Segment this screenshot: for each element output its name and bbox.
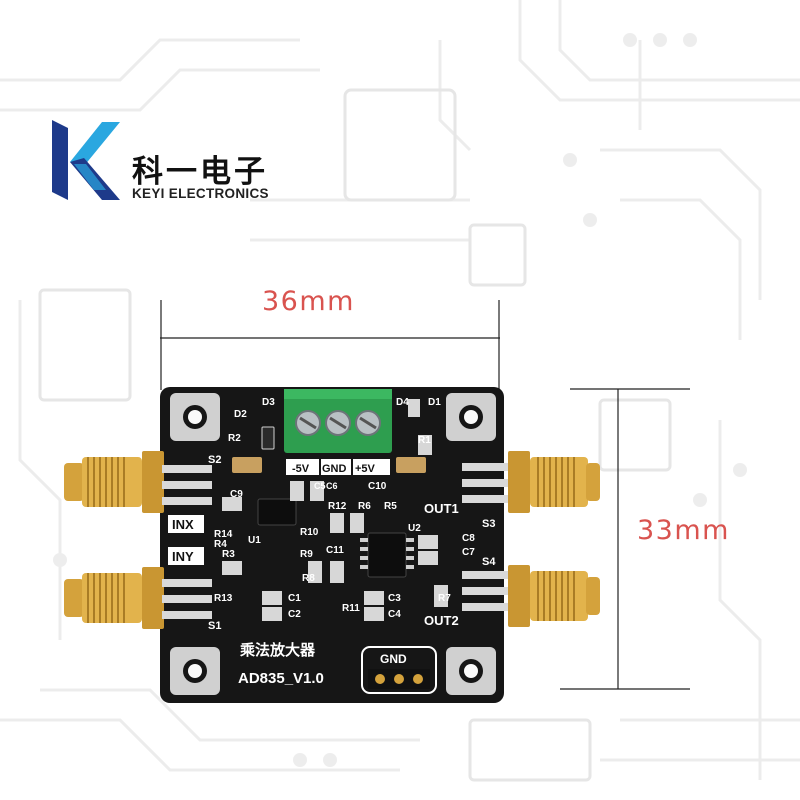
label-iny: INY [172, 549, 194, 564]
brand-name-en: KEYI ELECTRONICS [132, 186, 269, 201]
label-r1: R1 [418, 435, 431, 446]
sma-connector-out2 [462, 565, 600, 627]
label-r7: R7 [438, 593, 451, 604]
brand-name-cn: 科一电子 [132, 154, 268, 190]
sma-connector-inx [64, 451, 212, 513]
gnd-pin-header [361, 646, 437, 694]
label-r5: R5 [384, 501, 397, 512]
label-c8: C8 [462, 533, 475, 544]
label-out1: OUT1 [424, 501, 459, 516]
height-dimension-line [560, 388, 690, 690]
label-s2: S2 [208, 454, 221, 466]
label-d1: D1 [428, 397, 441, 408]
label-c2: C2 [288, 609, 301, 620]
label-s3: S3 [482, 518, 495, 530]
label-u1: U1 [248, 535, 261, 546]
height-label: 33mm [637, 515, 730, 546]
label-c7: C7 [462, 547, 475, 558]
width-label: 36mm [262, 286, 355, 317]
label-gnd-header: GND [380, 652, 407, 666]
label-gnd: GND [322, 463, 347, 475]
chip-u2 [367, 532, 407, 578]
label-r2: R2 [228, 433, 241, 444]
board-model: AD835_V1.0 [238, 670, 324, 687]
label-minus-5v: -5V [292, 463, 310, 475]
sma-connector-out1 [462, 451, 600, 513]
label-c9: C9 [230, 489, 243, 500]
label-out2: OUT2 [424, 613, 459, 628]
label-c3: C3 [388, 593, 401, 604]
ad835-pcb-board: -5V GND +5V INX INY OUT1 OUT2 S2 S1 S [64, 387, 600, 703]
label-r12: R12 [328, 501, 347, 512]
label-c5: C5 [314, 481, 326, 491]
label-r3: R3 [222, 549, 235, 560]
sma-connector-iny [64, 567, 212, 629]
label-s1: S1 [208, 620, 221, 632]
label-c4: C4 [388, 609, 401, 620]
label-inx: INX [172, 517, 194, 532]
label-r14: R14 [214, 529, 233, 540]
label-c1: C1 [288, 593, 301, 604]
board-title-cn: 乘法放大器 [239, 641, 316, 659]
keyi-logo-icon [52, 120, 120, 200]
chip-u1 [257, 498, 297, 526]
label-s4: S4 [482, 556, 496, 568]
label-d4: D4 [396, 397, 409, 408]
label-r13: R13 [214, 593, 233, 604]
label-c6: C6 [326, 481, 338, 491]
label-r8: R8 [302, 573, 315, 584]
label-r9: R9 [300, 549, 313, 560]
power-terminal-block [284, 389, 392, 453]
label-d3: D3 [262, 397, 275, 408]
label-r10: R10 [300, 527, 319, 538]
mounting-pads [170, 393, 496, 695]
label-c11: C11 [326, 545, 344, 556]
label-r11: R11 [342, 603, 360, 614]
label-c10: C10 [368, 481, 387, 492]
label-d2: D2 [234, 409, 247, 420]
label-r4: R4 [214, 539, 227, 550]
label-r6: R6 [358, 501, 371, 512]
label-u2: U2 [408, 523, 421, 534]
label-plus-5v: +5V [355, 463, 376, 475]
width-dimension-line [160, 300, 500, 390]
